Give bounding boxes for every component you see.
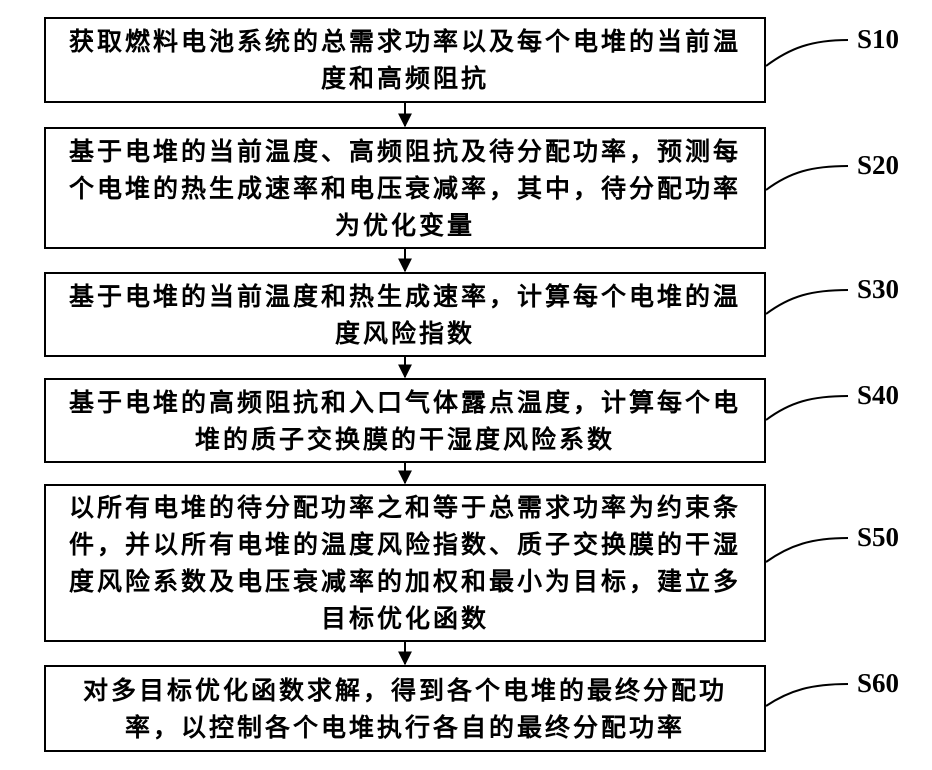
leader-s10 — [766, 40, 848, 66]
step-label-s40: S40 — [857, 380, 899, 410]
step-label-s60: S60 — [857, 668, 899, 698]
step-label-s20: S20 — [857, 150, 899, 180]
leader-s30 — [766, 290, 848, 314]
step-label-s50: S50 — [857, 522, 899, 552]
leader-s50 — [766, 538, 848, 562]
leader-s60 — [766, 684, 848, 706]
leader-s20 — [766, 166, 848, 190]
step-label-s10: S10 — [857, 24, 899, 54]
leader-s40 — [766, 396, 848, 420]
step-label-s30: S30 — [857, 274, 899, 304]
